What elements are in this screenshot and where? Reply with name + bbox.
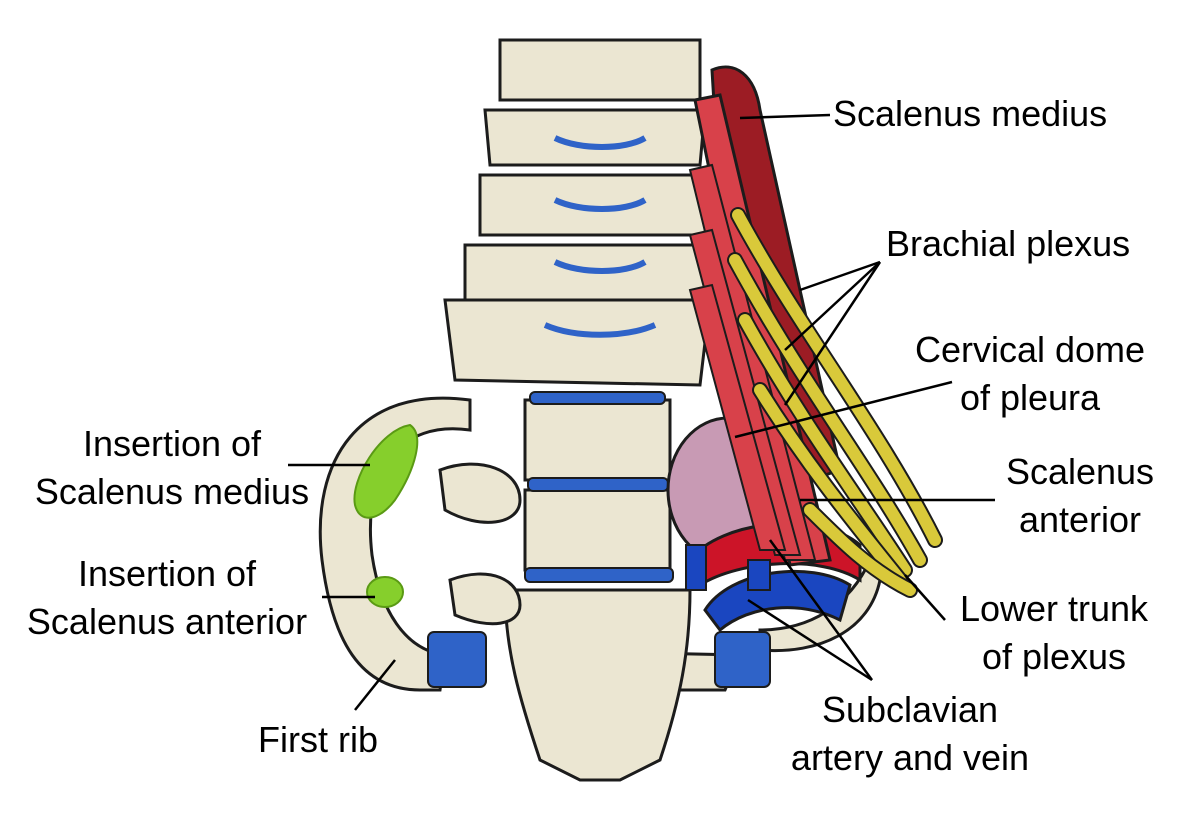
label-subclavian: Subclavian artery and vein <box>770 686 1050 782</box>
brachial-plexus-nerves <box>727 207 943 598</box>
label-insertion-anterior-line-2: Scalenus anterior <box>26 601 308 642</box>
label-lower-trunk-line-1: Lower trunk <box>959 588 1149 629</box>
vertebra-3 <box>478 173 712 237</box>
label-scalenus-anterior: Scalenus anterior <box>990 448 1170 544</box>
label-cervical-dome-line-1: Cervical dome <box>914 329 1146 370</box>
label-scalenus-anterior-line-1: Scalenus <box>1005 451 1155 492</box>
label-lower-trunk-line-2: of plexus <box>981 636 1127 677</box>
label-subclavian-line-2: artery and vein <box>790 737 1030 778</box>
label-brachial-plexus: Brachial plexus <box>886 223 1131 264</box>
insertion-scalenus-medius <box>353 423 419 519</box>
subclavian-vein <box>703 569 852 633</box>
vertebra-7 <box>523 488 672 572</box>
vertebra-2 <box>483 108 707 167</box>
label-subclavian-line-1: Subclavian <box>821 689 999 730</box>
label-insertion-medius-line-2: Scalenus medius <box>34 471 310 512</box>
label-insertion-anterior-line-1: Insertion of <box>77 553 257 594</box>
vertebra-6 <box>523 398 672 482</box>
label-cervical-dome-line-2: of pleura <box>959 377 1101 418</box>
insertion-scalenus-anterior <box>366 576 404 608</box>
label-cervical-dome: Cervical dome of pleura <box>895 326 1165 422</box>
vertebra-5 <box>443 298 712 387</box>
label-first-rib: First rib <box>258 719 378 760</box>
label-scalenus-medius: Scalenus medius <box>833 93 1108 134</box>
label-insertion-medius-line-1: Insertion of <box>82 423 262 464</box>
costal-cartilage-left <box>427 631 487 688</box>
costal-cartilage-right <box>714 631 771 688</box>
label-insertion-anterior: Insertion of Scalenus anterior <box>2 550 332 646</box>
intervertebral-discs <box>427 135 771 688</box>
leader-lines <box>288 113 995 711</box>
label-lower-trunk: Lower trunk of plexus <box>944 585 1164 681</box>
label-insertion-medius: Insertion of Scalenus medius <box>12 420 332 516</box>
vertebral-column <box>438 38 712 782</box>
thoracic-vertebra <box>503 588 692 782</box>
transverse-process-left-lower <box>448 572 522 626</box>
vertebra-1 <box>498 38 702 102</box>
label-scalenus-anterior-line-2: anterior <box>1018 499 1142 540</box>
transverse-process-left <box>438 462 522 524</box>
